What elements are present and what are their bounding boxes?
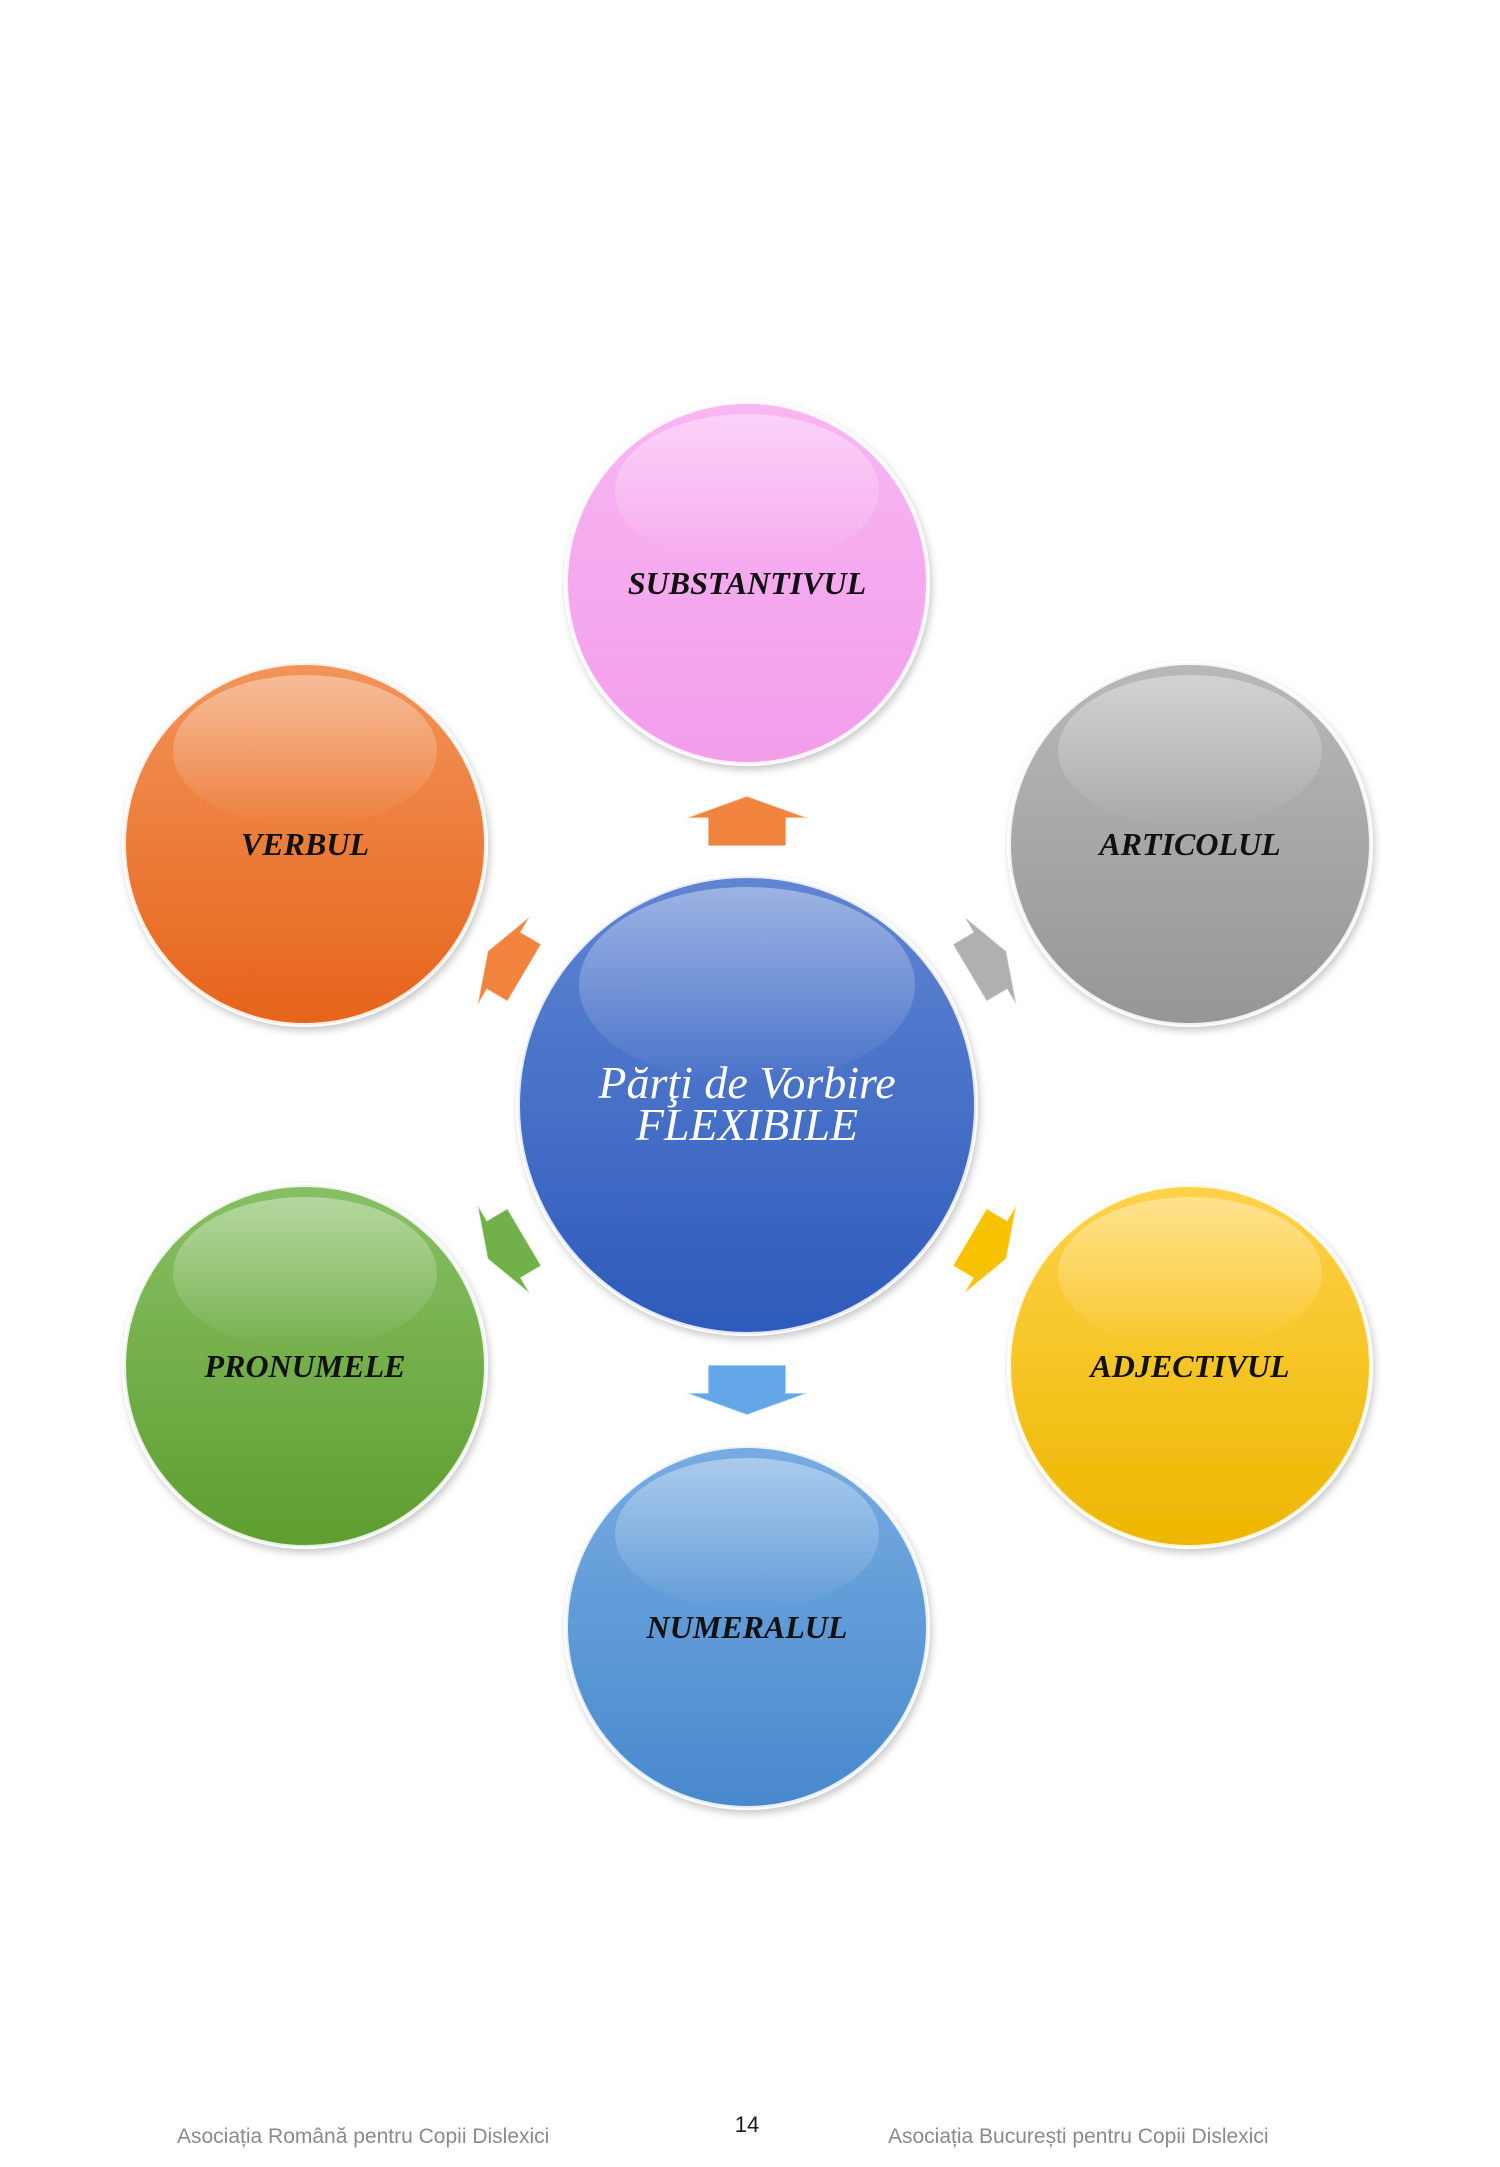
center-node-gloss: [579, 887, 915, 1083]
node-gloss: [615, 1458, 879, 1610]
center-node: Părţi de Vorbire FLEXIBILE: [516, 874, 978, 1336]
center-title-line1: Părţi de Vorbire: [597, 1057, 895, 1108]
node-gloss: [1058, 1197, 1322, 1349]
node-label-articolul: ARTICOLUL: [1097, 826, 1280, 862]
node-label-numeralul: NUMERALUL: [646, 1609, 848, 1645]
page-number: 14: [734, 2112, 760, 2137]
arrow-to-adjectivul: [951, 1204, 1018, 1295]
node-gloss: [1058, 675, 1322, 827]
node-substantivul: SUBSTANTIVUL: [564, 400, 930, 766]
footer-right-text: Asociația București pentru Copii Dislexi…: [888, 2125, 1269, 2148]
footer-left-text: Asociația Română pentru Copii Dislexici: [177, 2125, 550, 2148]
node-label-adjectivul: ADJECTIVUL: [1088, 1348, 1289, 1384]
node-verbul: VERBUL: [122, 661, 488, 1027]
node-adjectivul: ADJECTIVUL: [1007, 1183, 1373, 1549]
node-label-substantivul: SUBSTANTIVUL: [628, 565, 866, 601]
node-gloss: [615, 414, 879, 566]
node-gloss: [173, 1197, 437, 1349]
node-pronumele: PRONUMELE: [122, 1183, 488, 1549]
node-numeralul: NUMERALUL: [564, 1444, 930, 1810]
center-title-line2: FLEXIBILE: [635, 1099, 858, 1150]
node-gloss: [173, 675, 437, 827]
arrow-to-verbul: [476, 915, 543, 1006]
node-label-verbul: VERBUL: [241, 826, 369, 862]
arrow-to-articolul: [951, 915, 1018, 1006]
arrow-to-numeralul: [685, 1364, 809, 1416]
arrow-to-substantivul: [685, 795, 809, 847]
node-label-pronumele: PRONUMELE: [204, 1348, 406, 1384]
node-articolul: ARTICOLUL: [1007, 661, 1373, 1027]
arrow-to-pronumele: [476, 1204, 543, 1295]
